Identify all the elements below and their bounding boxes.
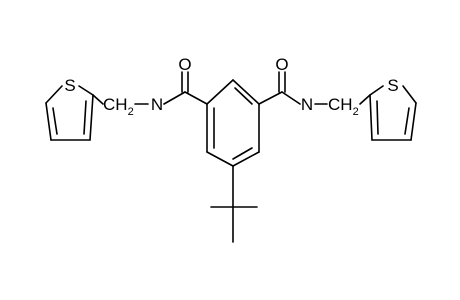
sulfur-left-label: S xyxy=(64,76,75,95)
left-thiophene-ring xyxy=(45,85,94,141)
methylene-left-label: CH2 xyxy=(103,95,134,118)
benzene-ring xyxy=(206,79,260,167)
tert-butyl-group xyxy=(210,165,258,243)
oxygen-right-label: O xyxy=(275,55,288,74)
oxygen-left-label: O xyxy=(178,55,191,74)
nitrogen-left-label: N xyxy=(151,95,163,114)
sulfur-right-label: S xyxy=(387,76,398,95)
right-amide-group xyxy=(258,71,301,105)
right-thiophene-ring xyxy=(369,85,417,141)
nitrogen-right-label: N xyxy=(301,95,313,114)
left-amide-group xyxy=(163,71,208,105)
methylene-right-label: CH2 xyxy=(328,95,359,118)
